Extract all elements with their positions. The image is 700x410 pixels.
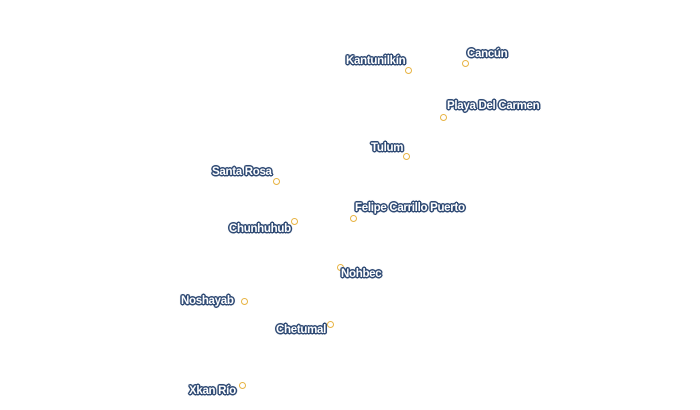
- place-label: Kantunilkín: [346, 55, 406, 67]
- place-label: Santa Rosa: [212, 166, 272, 178]
- place-marker[interactable]: [240, 297, 248, 305]
- place-marker[interactable]: [272, 177, 280, 185]
- place-label: Xkan Río: [189, 385, 236, 397]
- place-label: Chetumal: [276, 324, 326, 336]
- place-label: Tulum: [371, 142, 404, 154]
- place-label: Nohbec: [341, 268, 382, 280]
- place-label: Noshayab: [181, 295, 234, 307]
- place-label: Chunhuhub: [229, 223, 291, 235]
- place-marker[interactable]: [404, 66, 412, 74]
- place-label: Felipe Carrillo Puerto: [355, 202, 465, 214]
- place-marker[interactable]: [461, 59, 469, 67]
- place-label: Playa Del Carmen: [447, 100, 540, 112]
- place-label: Cancún: [467, 48, 508, 60]
- place-marker[interactable]: [349, 214, 357, 222]
- place-marker[interactable]: [326, 320, 334, 328]
- place-marker[interactable]: [238, 381, 246, 389]
- place-marker[interactable]: [336, 263, 344, 271]
- place-marker[interactable]: [290, 217, 298, 225]
- place-marker[interactable]: [402, 152, 410, 160]
- place-marker[interactable]: [439, 113, 447, 121]
